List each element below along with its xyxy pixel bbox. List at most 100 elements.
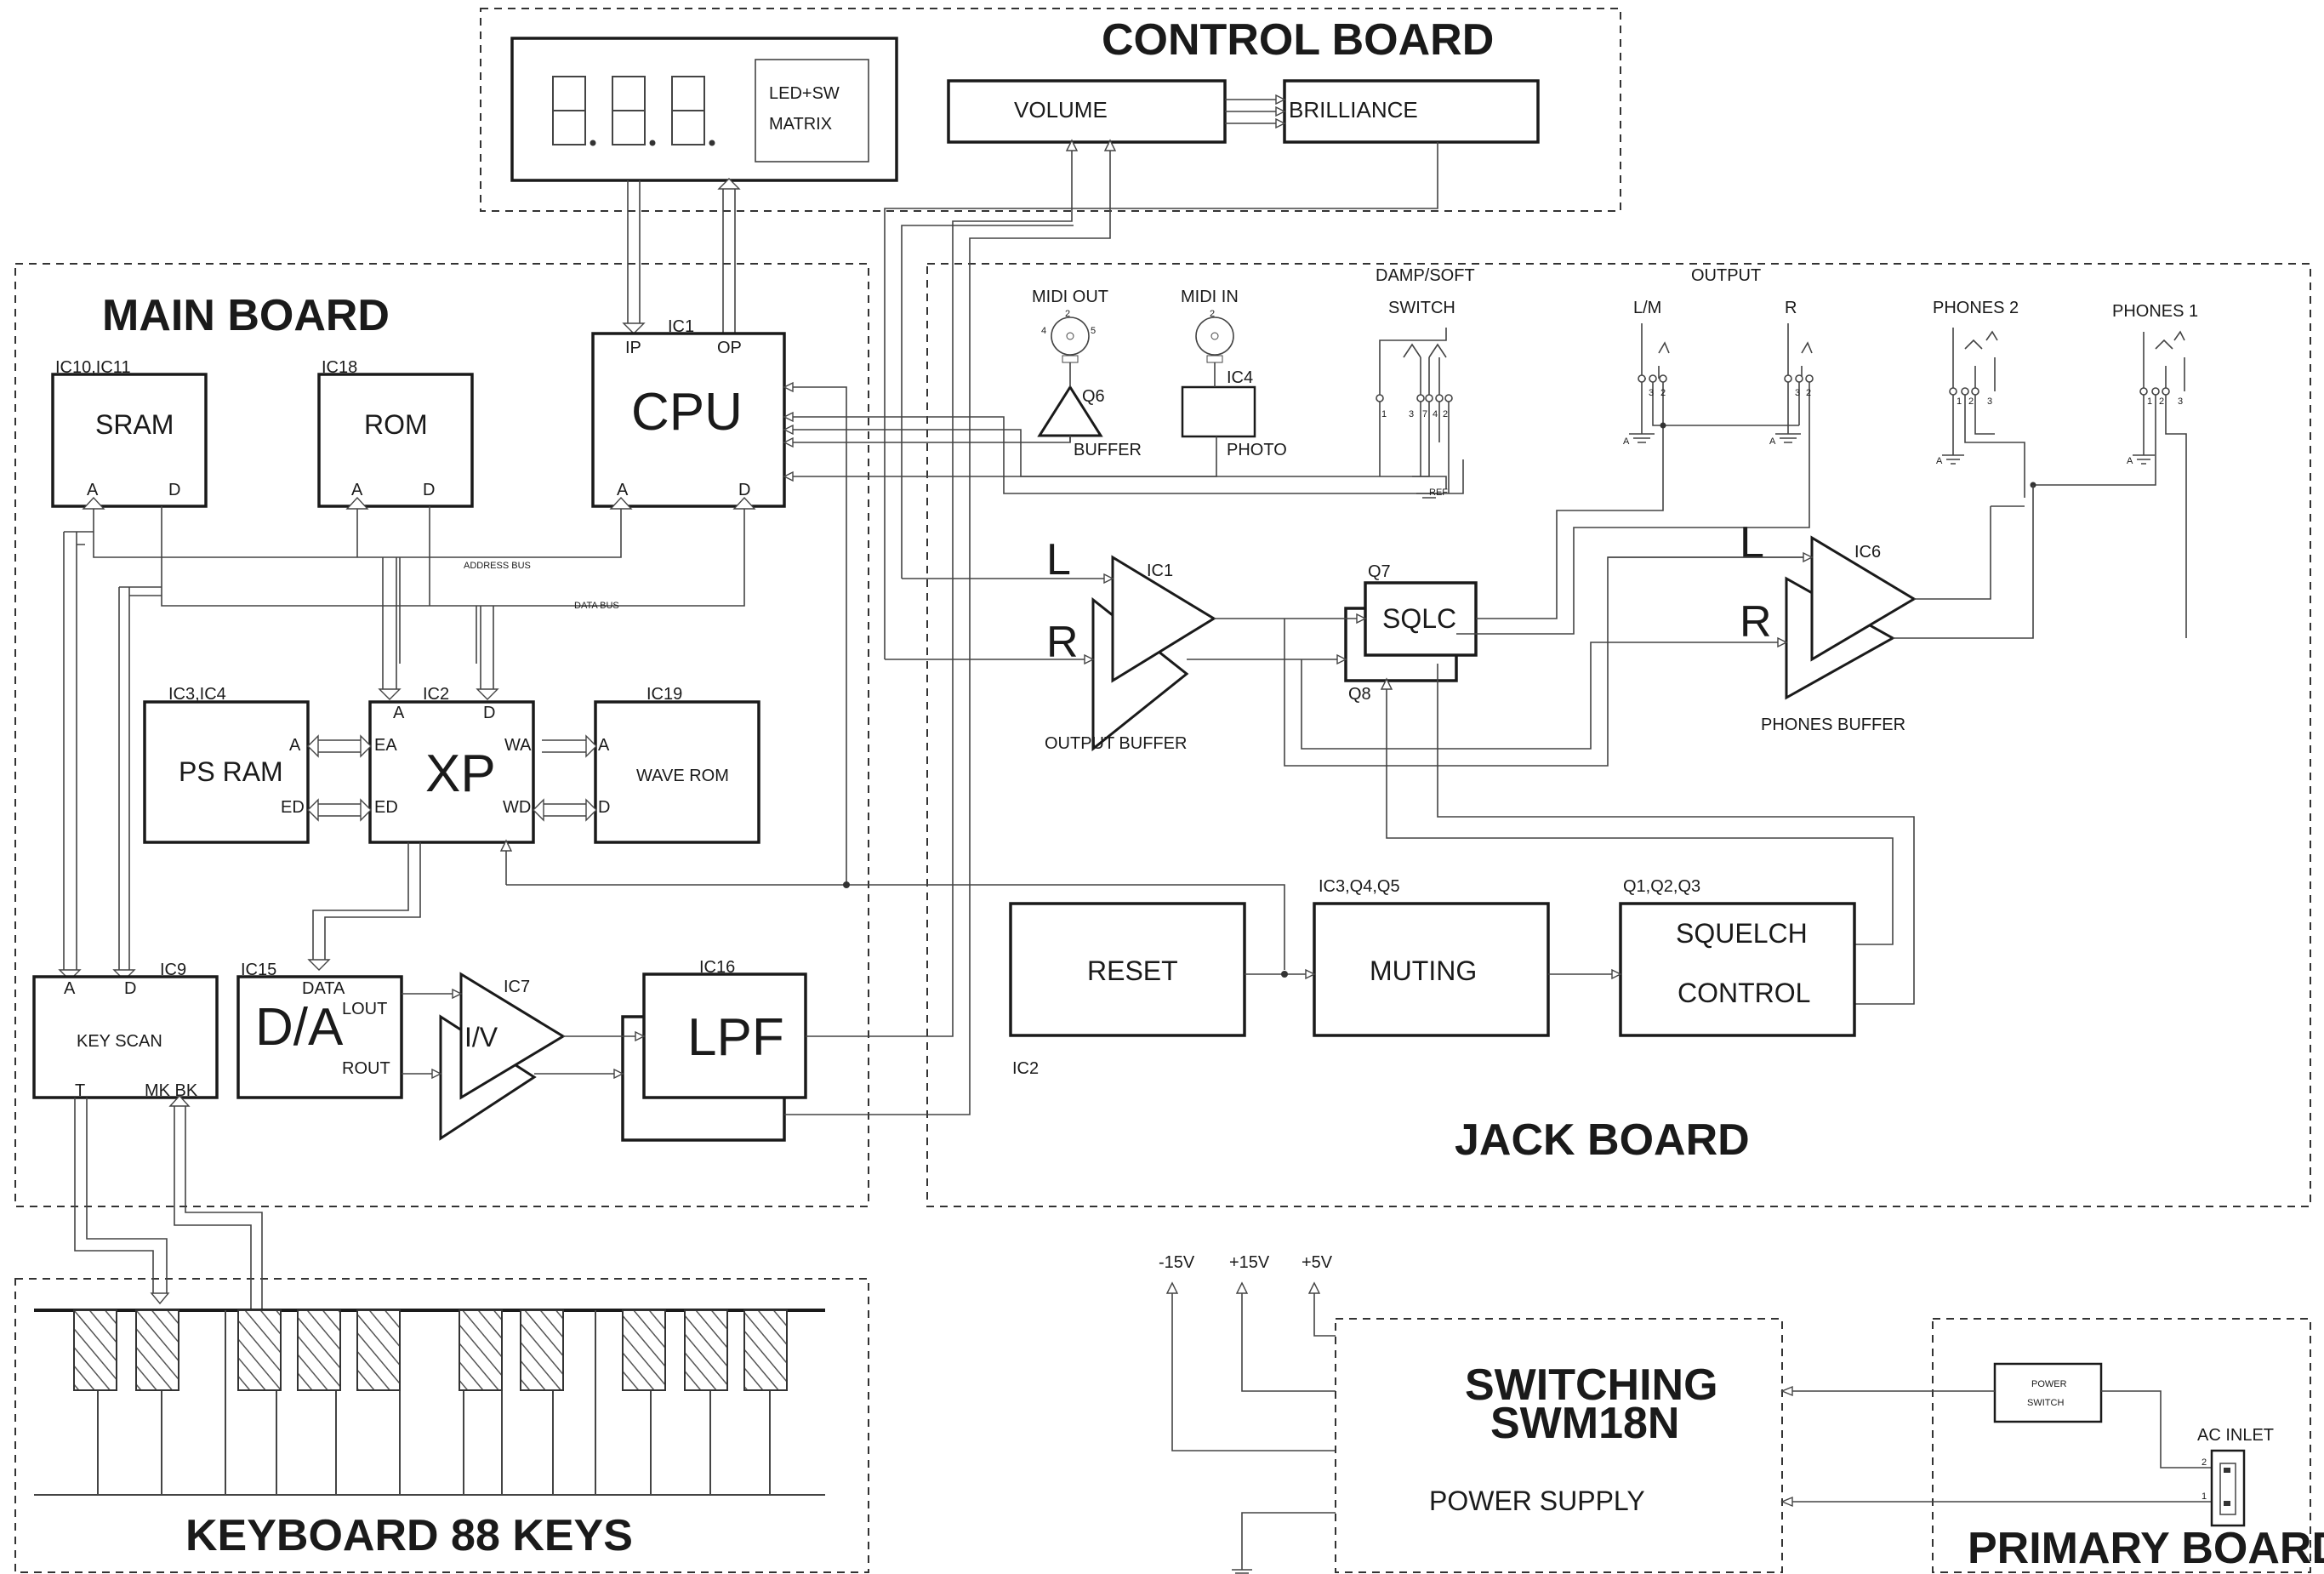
photo-coupler-block <box>1181 385 1256 438</box>
control-board-border <box>480 8 1621 212</box>
q8-label: Q8 <box>1348 685 1371 704</box>
rom-ic: IC18 <box>322 358 357 377</box>
volume-label: VOLUME <box>1014 97 1108 123</box>
keyscan-ic: IC9 <box>160 961 186 979</box>
primary-board-title: PRIMARY BOARD <box>1968 1524 2324 1573</box>
lm-gnd-label: A <box>1623 436 1630 447</box>
matrix-label-2: MATRIX <box>769 115 832 134</box>
waverom-a: A <box>598 736 610 755</box>
damp-pin2: 2 <box>1443 409 1448 419</box>
midi-out-label: MIDI OUT <box>1032 288 1108 306</box>
keyboard-keys <box>34 1309 825 1496</box>
squelch-ic-label: Q1,Q2,Q3 <box>1623 877 1700 896</box>
da-lout: LOUT <box>342 1000 387 1018</box>
sram-a: A <box>87 481 99 499</box>
ic2-jack-label: IC2 <box>1012 1059 1039 1078</box>
switch-label: SWITCH <box>1388 299 1455 317</box>
led-display: LED+SW MATRIX <box>510 37 898 182</box>
psram-ed: ED <box>281 798 305 817</box>
ph2-gnd-label: A <box>1936 456 1943 466</box>
waverom-block <box>594 700 760 844</box>
jack-board-border <box>926 263 2311 1207</box>
ph2-pin3: 3 <box>1987 396 1992 407</box>
sram-label: SRAM <box>95 409 174 440</box>
power-switch-label-1: POWER <box>2031 1379 2067 1389</box>
phones-jacks <box>1942 328 2187 638</box>
r-gnd-label: A <box>1769 436 1776 447</box>
rom-a: A <box>351 481 363 499</box>
waverom-ic: IC19 <box>647 685 682 704</box>
cpu-d: D <box>738 481 750 499</box>
midi-in-label: MIDI IN <box>1181 288 1239 306</box>
damp-pin3: 3 <box>1409 409 1414 419</box>
ph2-pin2: 2 <box>1968 396 1974 407</box>
keyboard-border <box>14 1278 869 1573</box>
waverom-label: WAVE ROM <box>636 767 729 785</box>
rom-d: D <box>423 481 435 499</box>
lm-pin2: 2 <box>1660 388 1666 398</box>
xp-ic: IC2 <box>423 685 449 704</box>
keyscan-label: KEY SCAN <box>77 1032 162 1051</box>
matrix-label-1: LED+SW <box>769 84 840 103</box>
phones2-label: PHONES 2 <box>1933 299 2019 317</box>
data-bus-label: DATA BUS <box>574 601 619 611</box>
ph2-pin1: 1 <box>1957 396 1962 407</box>
r-pin2: 2 <box>1806 388 1811 398</box>
damp-switch-jack <box>1376 328 1453 499</box>
ps-line2: SWM18N <box>1490 1399 1679 1448</box>
reset-label: RESET <box>1087 955 1178 986</box>
midi-out-pin2: 2 <box>1065 309 1070 319</box>
xp-a: A <box>393 704 405 722</box>
power-switch-block <box>1993 1362 2103 1423</box>
power-switch-label-2: SWITCH <box>2027 1398 2064 1408</box>
keyscan-mkbk: MK BK <box>145 1081 198 1100</box>
cpu-ic: IC1 <box>668 317 694 336</box>
ac-pin1: 1 <box>2202 1491 2207 1502</box>
midi-out-pin5: 5 <box>1091 326 1096 336</box>
power-supply-border <box>1335 1318 1783 1573</box>
phones1-label: PHONES 1 <box>2112 302 2198 321</box>
photo-label: PHOTO <box>1227 441 1287 459</box>
sqlc-block-front <box>1364 581 1478 657</box>
ref-label: REF <box>1429 488 1448 498</box>
output-buffer-front <box>1111 555 1216 683</box>
lpf-ic: IC16 <box>699 958 735 977</box>
ph-l-label: L <box>1740 518 1764 567</box>
ph1-pin2: 2 <box>2159 396 2164 407</box>
xp-wd: WD <box>503 798 531 817</box>
ac-inlet-label: AC INLET <box>2197 1426 2274 1445</box>
output-buffer-label: OUTPUT BUFFER <box>1045 734 1187 753</box>
ph1-pin1: 1 <box>2147 396 2152 407</box>
iv-label: I/V <box>464 1022 498 1052</box>
xp-label: XP <box>425 744 496 803</box>
muting-label: MUTING <box>1370 955 1477 986</box>
muting-ic-label: IC3,Q4,Q5 <box>1319 877 1400 896</box>
keyscan-block <box>32 975 219 1099</box>
midi-in-pin2: 2 <box>1210 309 1215 319</box>
address-bus-label: ADDRESS BUS <box>464 561 531 571</box>
lpf-label: LPF <box>687 1008 784 1067</box>
squelch-label-2: CONTROL <box>1677 978 1810 1008</box>
q6-label: Q6 <box>1082 387 1105 406</box>
output-jacks <box>1629 323 1814 502</box>
r-label: R <box>1785 299 1797 317</box>
da-data: DATA <box>302 979 345 998</box>
da-label: D/A <box>255 998 344 1057</box>
primary-board-border <box>1932 1318 2311 1573</box>
waverom-d: D <box>598 798 610 817</box>
sram-ic: IC10,IC11 <box>55 358 131 377</box>
phones-buffer-front <box>1810 535 1917 662</box>
cpu-op: OP <box>717 339 742 357</box>
control-board-title: CONTROL BOARD <box>1102 15 1494 65</box>
psram-a: A <box>289 736 301 755</box>
ph-r-label: R <box>1740 597 1772 647</box>
xp-ed: ED <box>374 798 398 817</box>
main-board-border <box>14 263 869 1207</box>
lm-pin3: 3 <box>1649 388 1654 398</box>
main-board-title: MAIN BOARD <box>102 291 390 340</box>
ps-line3: POWER SUPPLY <box>1429 1486 1645 1516</box>
brilliance-block <box>1283 79 1540 144</box>
cpu-block <box>591 332 786 508</box>
cpu-a: A <box>617 481 629 499</box>
brilliance-label: BRILLIANCE <box>1289 97 1418 123</box>
